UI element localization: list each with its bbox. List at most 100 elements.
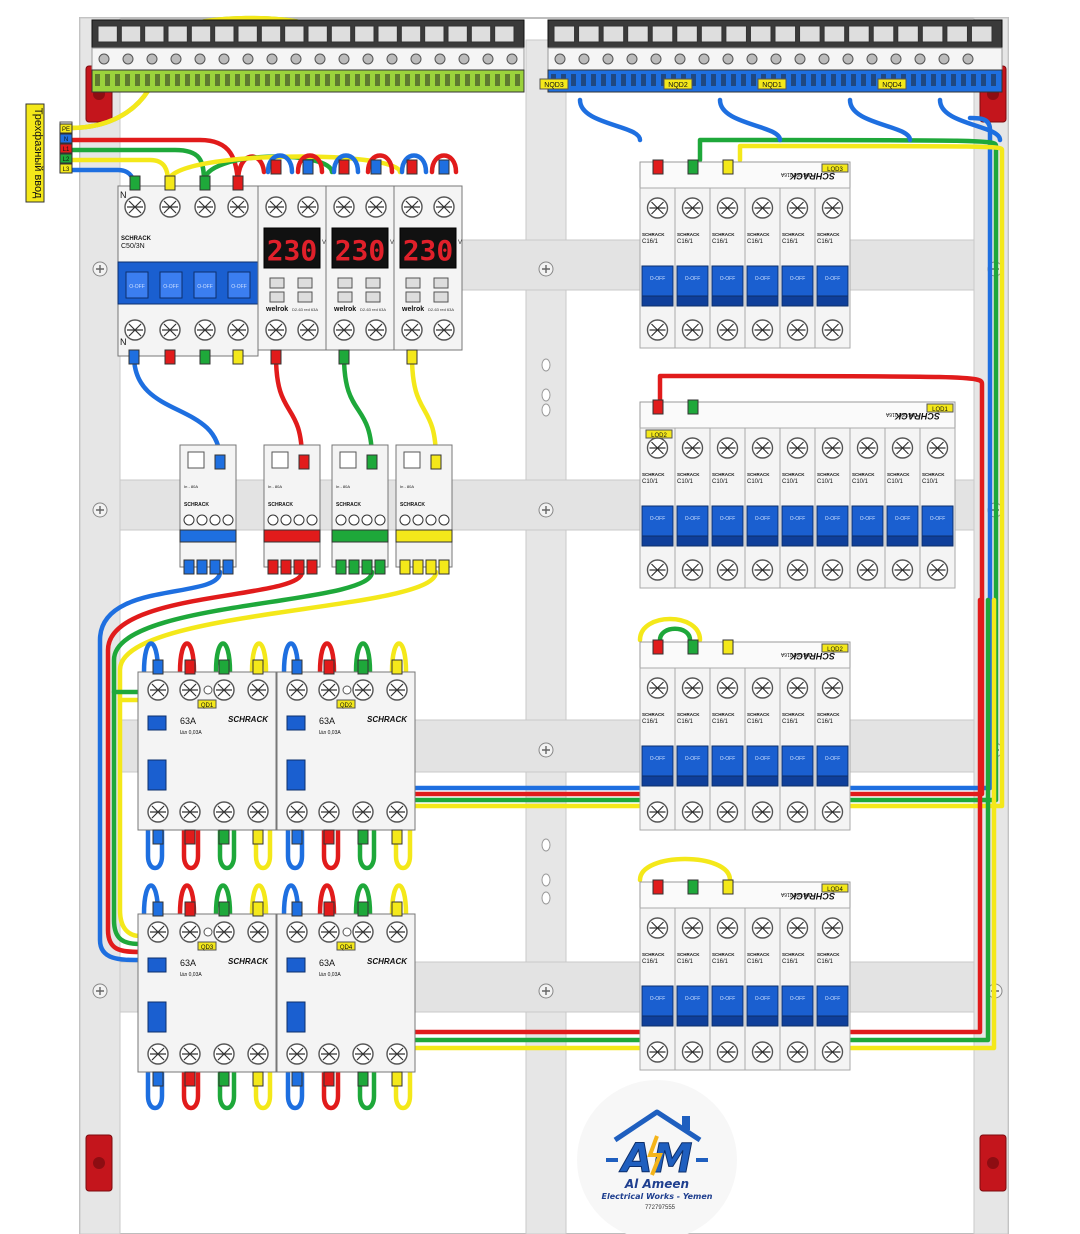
bus-screw [434, 53, 446, 65]
screw-slot [824, 201, 841, 215]
mcb-toggle-base [816, 535, 849, 547]
rcd-tag: QD2 [340, 703, 353, 709]
mcb-toggle-base [676, 295, 709, 307]
rcd-test-button [147, 715, 167, 731]
wire-ferrule [152, 659, 164, 675]
wire-ferrule [209, 559, 221, 575]
wire-l2-lower [412, 597, 991, 1043]
bus-screw [146, 53, 158, 65]
relay-brand: welrok [333, 306, 356, 313]
screw-slot [250, 805, 266, 819]
wire-ferrule [348, 559, 360, 575]
dist-block-hole [438, 514, 450, 526]
rail-slot [541, 873, 551, 887]
screw-slot [789, 441, 806, 455]
screw-slot [719, 441, 736, 455]
relay-display [399, 227, 457, 269]
bus-slot [245, 74, 250, 86]
screw-slot [150, 925, 166, 939]
bus-screw [890, 53, 902, 65]
dist-block-spec: In - 80A [336, 484, 350, 489]
screw-slot [216, 683, 232, 697]
mcb-rating: C10/1 [712, 479, 729, 485]
main-breaker-brand: SCHRACK [121, 236, 152, 242]
wire-ferrule [232, 349, 244, 365]
rcd-rating: 63A [180, 716, 196, 726]
bus-slot [941, 74, 946, 86]
bus-slot [851, 74, 856, 86]
bus-slot [871, 74, 876, 86]
bus-slot [651, 74, 656, 86]
wire-l2-dist [341, 353, 375, 463]
wire-ferrule [652, 399, 664, 415]
screw-slot [289, 683, 305, 697]
bus-terminal [872, 25, 895, 43]
bus-slot [345, 74, 350, 86]
mcb-group-tag: LQD4 [827, 887, 843, 893]
screw-slot [216, 1047, 232, 1061]
mcb-rating: C16/1 [712, 239, 729, 245]
wire-ferrule [687, 879, 699, 895]
bus-slot [185, 74, 190, 86]
screw-slot [197, 200, 213, 214]
wire-ferrule [184, 1071, 196, 1087]
clip-hole [93, 1157, 105, 1169]
mcb-off-text: O-OFF [790, 996, 806, 1002]
wire-l1-group [412, 373, 985, 797]
mcb-toggle [641, 985, 674, 1017]
mcb-rating: C10/1 [922, 479, 939, 485]
bus-slot [215, 74, 220, 86]
bus-slot [831, 74, 836, 86]
screw-slot [824, 323, 841, 337]
dist-block-spec: In - 80A [268, 484, 282, 489]
wire-ferrule [218, 829, 230, 845]
wire-ferrule [270, 349, 282, 365]
input-terminal-slot [59, 153, 73, 164]
relay-button [365, 277, 381, 289]
wire-ferrule [291, 829, 303, 845]
wire-ferrule [430, 454, 442, 470]
bus-slot [741, 74, 746, 86]
wire-ferrule [438, 159, 450, 175]
screw-slot [197, 323, 213, 337]
wire-bridge [429, 153, 459, 175]
rcd-sensitivity: I∆n 0,03A [180, 730, 202, 736]
mcb-rating: C16/1 [747, 239, 764, 245]
rcd-test-button [286, 957, 306, 973]
bus-screw [938, 53, 950, 65]
mcb-brand: SCHRACK [922, 472, 945, 477]
mcb-toggle [816, 985, 849, 1017]
screw-slot [321, 683, 337, 697]
bus-slot [861, 74, 866, 86]
mcb-off-text: O-OFF [755, 516, 771, 522]
dist-block-hole [222, 514, 234, 526]
mcb-toggle-base [781, 775, 814, 787]
bus-slot [225, 74, 230, 86]
mcb-rating: C16/1 [817, 719, 834, 725]
screw-slot [789, 805, 806, 819]
mcb-toggle [676, 265, 709, 297]
bus-screw [458, 53, 470, 65]
dist-block-color [179, 529, 237, 543]
bus-slot [791, 74, 796, 86]
dist-block-hole [293, 514, 305, 526]
bus-slot [465, 74, 470, 86]
wire-ferrule [306, 559, 318, 575]
dist-block-brand: SCHRACK [336, 502, 361, 508]
bus-slot [425, 74, 430, 86]
logo-phone: 772797555 [645, 1205, 676, 1211]
bus-screw [410, 53, 422, 65]
bus-slot [961, 74, 966, 86]
relay-button [405, 277, 421, 289]
mcb-toggle [746, 985, 779, 1017]
bus-screw [650, 53, 662, 65]
bus-slot [175, 74, 180, 86]
bus-terminal [921, 25, 944, 43]
distribution-block: In - 80A SCHRACK [331, 444, 389, 575]
bus-terminal [424, 25, 445, 43]
bus-slot [385, 74, 390, 86]
wire-loop [321, 1069, 341, 1111]
screw-slot [182, 805, 198, 819]
mcb-off-text: O-OFF [790, 276, 806, 282]
